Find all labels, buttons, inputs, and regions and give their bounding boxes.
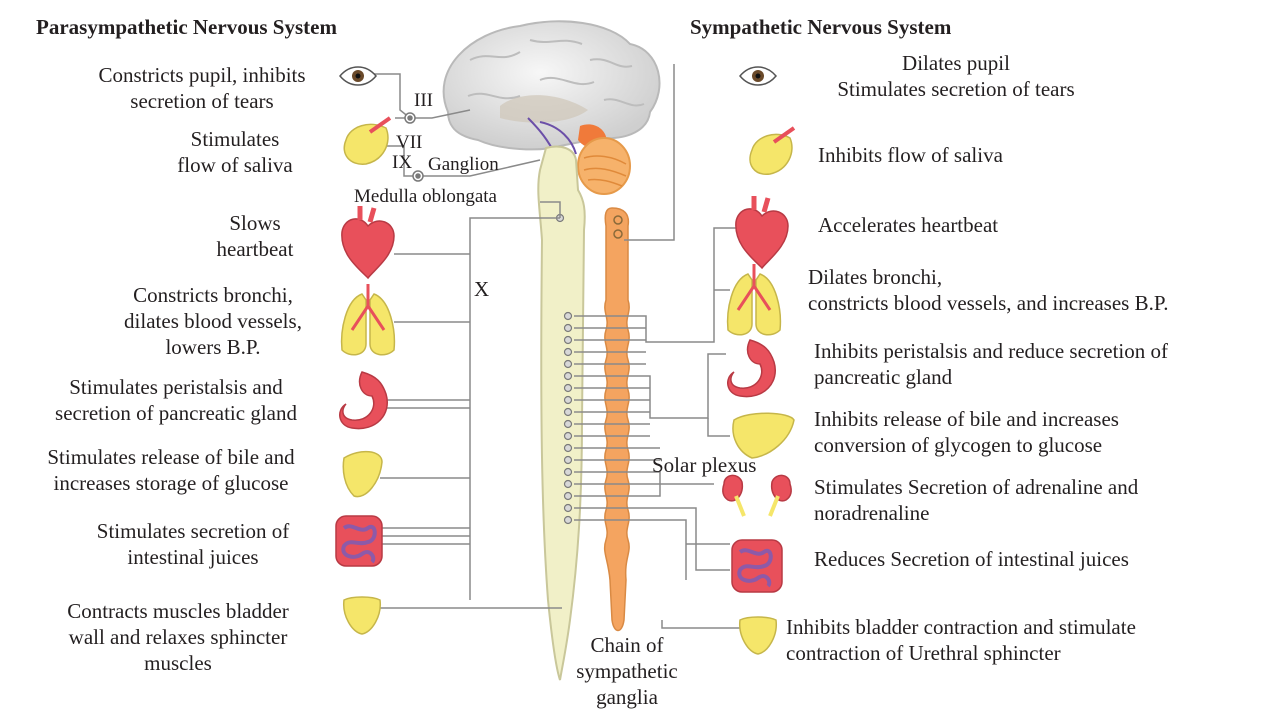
para-saliva-label: Stimulates flow of saliva bbox=[130, 126, 340, 178]
lungs-icon bbox=[728, 264, 781, 335]
sympathetic-chain bbox=[605, 208, 630, 631]
cranial-nerve-ix-label: IX bbox=[392, 152, 412, 174]
symp-adrenal-label: Stimulates Secretion of adrenaline and n… bbox=[814, 474, 1138, 526]
symp-liver-label: Inhibits release of bile and increases c… bbox=[814, 406, 1119, 458]
para-bladder-label: Contracts muscles bladder wall and relax… bbox=[28, 598, 328, 676]
salivary-gland-icon bbox=[344, 118, 390, 164]
ganglion-label: Ganglion bbox=[428, 154, 499, 176]
symp-eye-label: Dilates pupil Stimulates secretion of te… bbox=[806, 50, 1106, 102]
symp-saliva-label: Inhibits flow of saliva bbox=[818, 142, 1003, 168]
intestine-icon bbox=[336, 516, 382, 566]
sympathetic-title: Sympathetic Nervous System bbox=[690, 14, 951, 40]
symp-bladder-label: Inhibits bladder contraction and stimula… bbox=[786, 614, 1136, 666]
cranial-nerve-iii-label: III bbox=[414, 90, 433, 112]
spinal-cord bbox=[538, 147, 584, 681]
lungs-icon bbox=[342, 284, 395, 355]
symp-heart-label: Accelerates heartbeat bbox=[818, 212, 998, 238]
symp-intestine-label: Reduces Secretion of intestinal juices bbox=[814, 546, 1129, 572]
brain bbox=[444, 21, 660, 156]
medulla-oblongata-label: Medulla oblongata bbox=[354, 186, 497, 208]
solar-plexus-label: Solar plexus bbox=[652, 452, 756, 478]
salivary-gland-icon bbox=[750, 128, 794, 174]
cranial-nerve-vii-label: VII bbox=[396, 132, 422, 154]
bladder-icon bbox=[740, 617, 777, 654]
symp-stomach-label: Inhibits peristalsis and reduce secretio… bbox=[814, 338, 1168, 390]
para-liver-label: Stimulates release of bile and increases… bbox=[8, 444, 334, 496]
liver-icon bbox=[343, 452, 382, 497]
vagus-nerve-label: X bbox=[474, 276, 489, 302]
para-heart-label: Slows heartbeat bbox=[170, 210, 340, 262]
stomach-icon bbox=[728, 340, 776, 397]
eye-icon bbox=[340, 67, 376, 85]
eye-icon bbox=[740, 67, 776, 85]
heart-icon bbox=[736, 196, 788, 268]
heart-icon bbox=[342, 206, 394, 278]
para-intestine-label: Stimulates secretion of intestinal juice… bbox=[60, 518, 326, 570]
para-lungs-label: Constricts bronchi, dilates blood vessel… bbox=[86, 282, 340, 360]
kidneys-icon bbox=[723, 475, 791, 516]
bladder-icon bbox=[344, 597, 381, 634]
parasympathetic-title: Parasympathetic Nervous System bbox=[36, 14, 337, 40]
symp-lungs-label: Dilates bronchi, constricts blood vessel… bbox=[808, 264, 1168, 316]
intestine-icon bbox=[732, 540, 782, 592]
para-stomach-label: Stimulates peristalsis and secretion of … bbox=[12, 374, 340, 426]
sympathetic-chain-label: Chain of sympathetic ganglia bbox=[552, 632, 702, 710]
para-eye-label: Constricts pupil, inhibits secretion of … bbox=[64, 62, 340, 114]
stomach-icon bbox=[340, 372, 388, 429]
